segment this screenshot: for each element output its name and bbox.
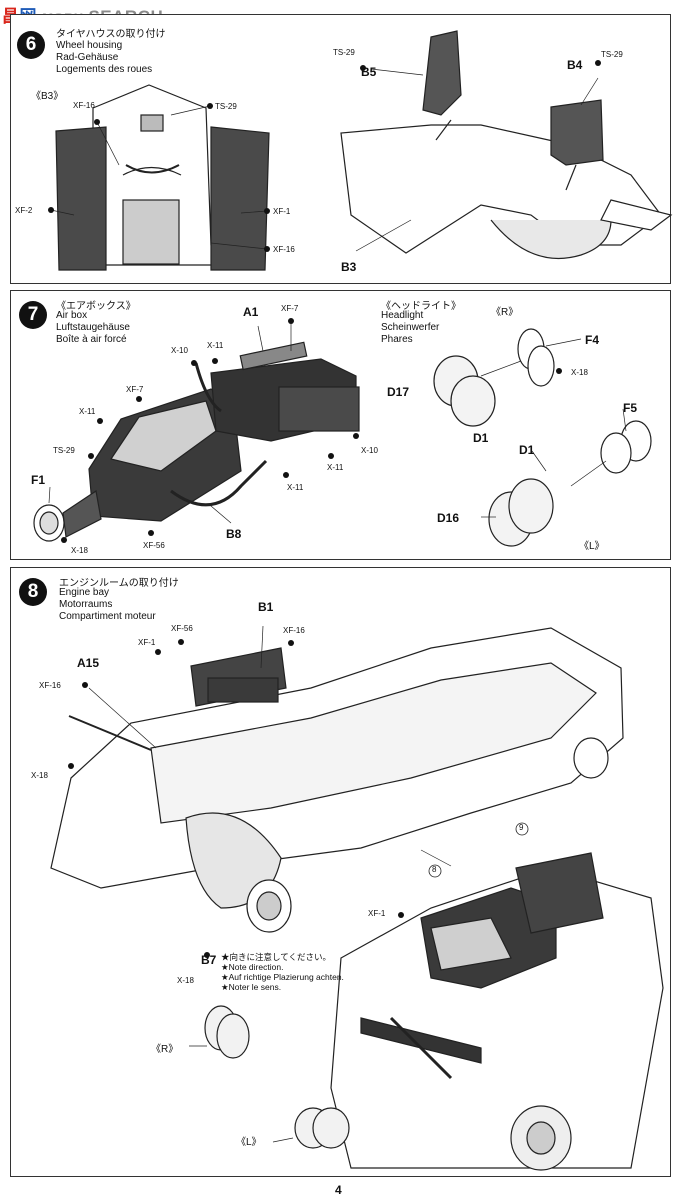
label-b5: B5 [361,65,377,79]
step-7-head-jp: 《ヘッドライト》 [381,301,461,312]
step-7-title-en: Air box [56,310,88,321]
step-8-drawing [50,625,664,1171]
label-step8-ref: 8 [432,865,437,874]
step-6-panel: 6 タイヤハウスの取り付け Wheel housing Rad-Gehäuse … [10,14,673,284]
step-6-view-b3: 《B3》 [31,91,64,102]
step-7-head-de: Scheinwerfer [381,322,440,333]
label-r-view: 《R》 [491,307,519,318]
label-ts29-b: TS-29 [333,48,355,57]
label-xf16-b: XF-16 [273,245,295,254]
label-r-view: 《R》 [151,1044,179,1055]
label-ts29: TS-29 [53,446,75,455]
label-ts29-a: TS-29 [215,102,237,111]
page-number: 4 [335,1183,342,1197]
step-7-drawing [33,318,652,547]
label-a1: A1 [243,305,259,319]
direction-note: ★向きに注意してください。 ★Note direction. ★Auf rich… [221,952,344,992]
step-6-drawing [48,30,673,271]
label-b7: B7 [201,953,217,967]
label-a15: A15 [77,656,100,670]
step-7-title-fr: Boîte à air forcé [56,334,127,345]
label-l-view: 《L》 [579,541,605,552]
wheel-housing-b3 [55,84,270,271]
label-d16: D16 [437,511,460,525]
label-x18: X-18 [31,771,48,780]
step-7-head-en: Headlight [381,310,424,321]
label-xf7-b: XF-7 [126,385,144,394]
label-b8: B8 [226,527,242,541]
label-b4: B4 [567,58,583,72]
step-8-title-de: Motorraums [59,599,113,610]
step-6-number: 6 [17,31,45,59]
step-8-title-en: Engine bay [59,587,110,598]
label-xf1: XF-1 [273,207,291,216]
label-xf56: XF-56 [171,624,193,633]
step-6-title-de: Rad-Gehäuse [56,52,119,63]
label-l-view: 《L》 [236,1137,262,1148]
step-7-title-jp: 《エアボックス》 [56,301,136,312]
step-6-title-en: Wheel housing [56,40,123,51]
step-7-number: 7 [19,301,47,329]
headlights-step8 [204,1005,350,1149]
label-d1-b: D1 [519,443,535,457]
label-x10-b: X-10 [361,446,378,455]
step-7-head-fr: Phares [381,334,413,345]
label-ts29-c: TS-29 [601,50,623,59]
step-6-title-jp: タイヤハウスの取り付け [56,29,166,40]
label-xf2: XF-2 [15,206,33,215]
label-xf16-a: XF-16 [73,101,95,110]
label-f4: F4 [585,333,600,347]
note-en: ★Note direction. [221,962,284,972]
label-x11-c: X-11 [287,483,304,492]
label-x10-a: X-10 [171,346,188,355]
label-x18-b: X-18 [571,368,588,377]
label-xf56: XF-56 [143,541,165,550]
label-x11-a: X-11 [207,341,224,350]
step-7-title-de: Luftstaugehäuse [56,322,130,333]
label-x18-b: X-18 [177,976,194,985]
step-8-number: 8 [19,578,47,606]
label-d1-a: D1 [473,431,489,445]
chassis-upper [50,627,624,933]
note-jp: ★向きに注意してください。 [221,952,331,962]
label-b3: B3 [341,260,357,274]
label-xf1-b: XF-1 [368,909,386,918]
label-x11-d: X-11 [327,463,344,472]
label-xf16-a: XF-16 [283,626,305,635]
label-x18: X-18 [71,546,88,555]
label-d17: D17 [387,385,410,399]
label-xf7-a: XF-7 [281,304,299,313]
step-6-title-fr: Logements des roues [56,64,153,75]
step-8-title-jp: エンジンルームの取り付け [59,578,179,589]
label-b1: B1 [258,600,274,614]
label-xf1: XF-1 [138,638,156,647]
chassis-step6 [340,30,673,259]
headlight-assemblies [433,328,652,547]
airbox-assembly [33,341,360,542]
step-8-panel: 8 エンジンルームの取り付け Engine bay Motorraums Com… [10,567,671,1177]
label-step9-ref: 9 [519,823,524,832]
label-xf16-b: XF-16 [39,681,61,690]
step-8-title-fr: Compartiment moteur [59,611,156,622]
label-f1: F1 [31,473,46,487]
note-de: ★Auf richtige Plazierung achten. [221,972,344,982]
chassis-lower [330,852,664,1171]
label-f5: F5 [623,401,638,415]
step-7-panel: 7 《エアボックス》 Air box Luftstaugehäuse Boîte… [10,290,671,560]
label-x11-b: X-11 [79,407,96,416]
note-fr: ★Noter le sens. [221,982,282,992]
